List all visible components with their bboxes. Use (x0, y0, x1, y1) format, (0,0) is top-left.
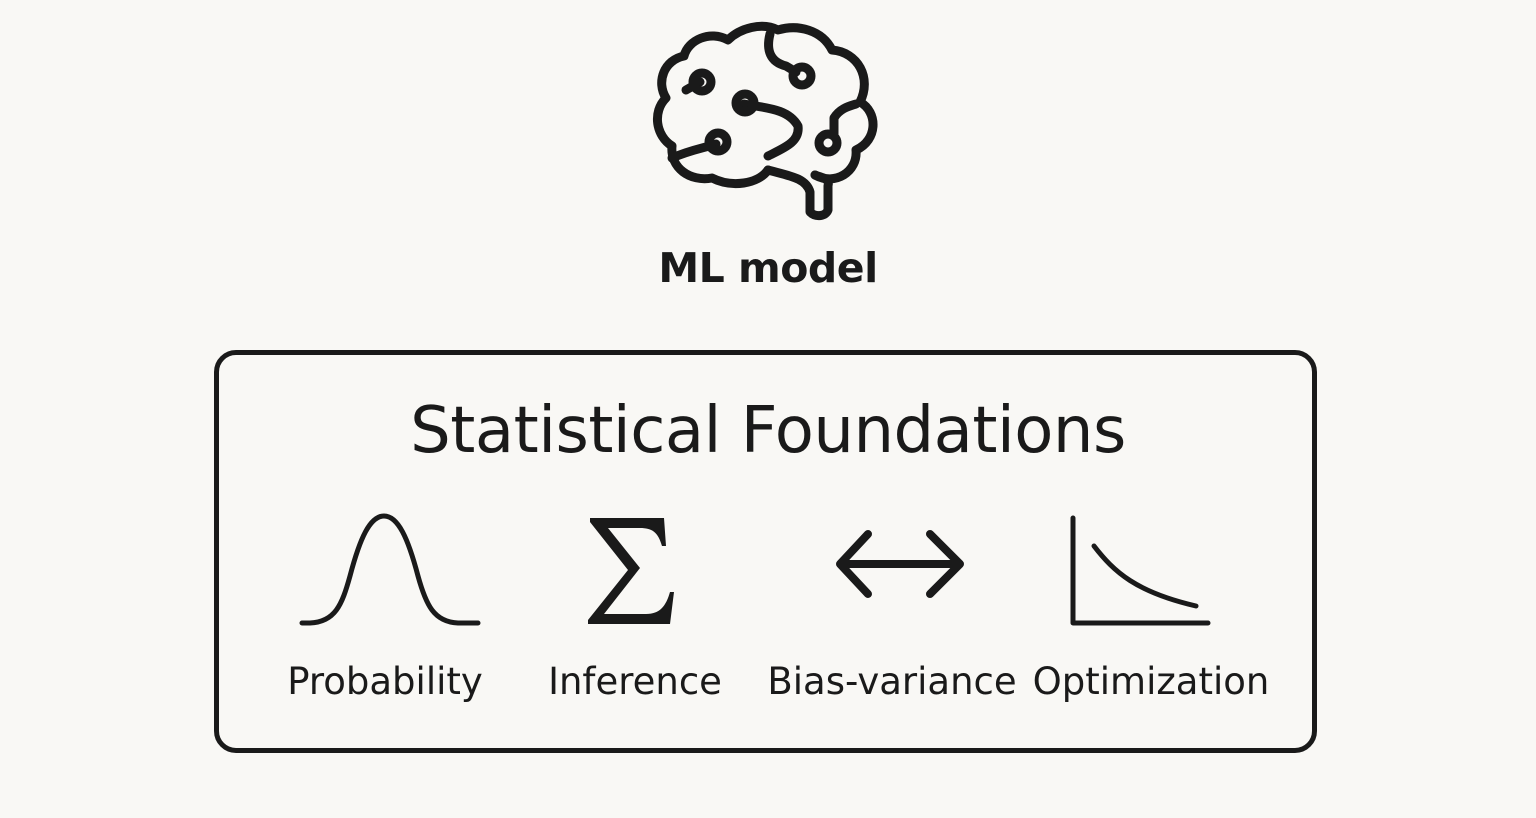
concept-label-probability: Probability (287, 660, 483, 703)
brain-circuit-icon (653, 21, 878, 221)
concept-label-inference: Inference (548, 660, 722, 703)
sigma-icon (588, 518, 674, 624)
concept-label-bias-variance: Bias-variance (767, 660, 1017, 703)
decay-curve-icon (1070, 515, 1211, 626)
foundations-title: Statistical Foundations (410, 394, 1126, 468)
concept-label-optimization: Optimization (1032, 660, 1270, 703)
foundations-box (214, 350, 1317, 753)
model-label: ML model (658, 244, 878, 292)
double-arrow-icon (836, 530, 964, 598)
bell-curve-icon (299, 513, 481, 626)
